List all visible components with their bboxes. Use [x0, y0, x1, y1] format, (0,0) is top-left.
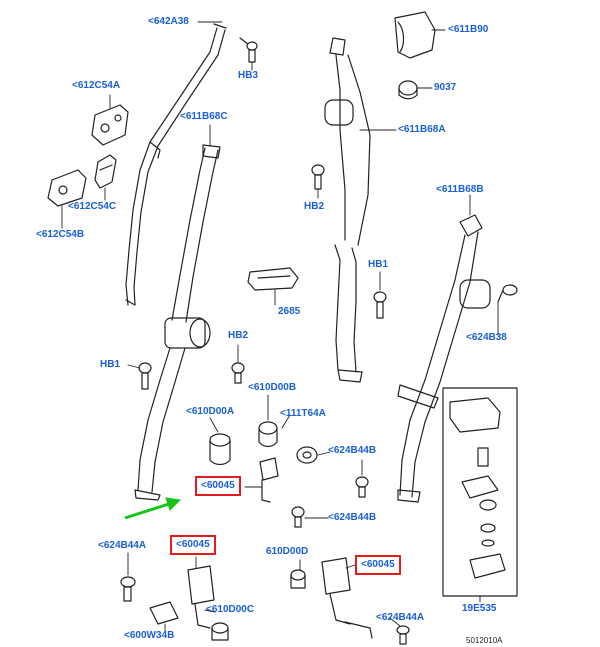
label-60045-b: <60045 — [170, 535, 216, 555]
inset-19E535 — [442, 387, 518, 597]
label-624B38: <624B38 — [466, 332, 507, 343]
label-60045-c: <60045 — [355, 555, 401, 575]
label-611B90: <611B90 — [448, 24, 489, 35]
label-612C54B: <612C54B — [36, 229, 85, 240]
bolt-624B44B-top — [355, 476, 369, 498]
bolt-624B38 — [497, 284, 518, 303]
pointer-arrow — [124, 497, 182, 520]
diagram-reference: 5012010A — [466, 636, 503, 645]
label-610D00D: 610D00D — [266, 546, 309, 557]
belt-611B68A — [324, 37, 371, 383]
label-624B44B-top: <624B44B — [328, 445, 377, 456]
label-9037: 9037 — [434, 82, 457, 93]
rail-642A38 — [125, 23, 227, 306]
label-600W34B: <600W34B — [124, 630, 175, 641]
label-612C54C: <612C54C — [68, 201, 117, 212]
label-hb3: HB3 — [238, 70, 259, 81]
label-611B68B: <611B68B — [436, 184, 484, 195]
plate-612C54B — [47, 169, 87, 207]
label-642A38: <642A38 — [148, 16, 189, 27]
leader-lines — [61, 21, 499, 633]
nut-610D00C — [211, 622, 229, 641]
belt-611B68C — [134, 144, 221, 501]
label-hb2-mid: HB2 — [228, 330, 249, 341]
label-2685: 2685 — [278, 306, 301, 317]
buckle-60045-b — [187, 565, 215, 629]
plate-600W34B — [149, 601, 179, 625]
bolt-hb1-left — [138, 362, 152, 390]
label-624B44B-bot: <624B44B — [328, 512, 377, 523]
bolt-624B44A-right — [396, 625, 410, 645]
bolt-hb1-right — [373, 291, 387, 319]
cover-611B90 — [394, 11, 436, 59]
bolt-624B44A-left — [120, 576, 136, 602]
belt-611B68B — [397, 214, 491, 503]
bolt-hb2-top — [311, 164, 325, 190]
label-612C54A: <612C54A — [72, 80, 121, 91]
label-611B68C: <611B68C — [180, 111, 228, 122]
label-610D00B: <610D00B — [248, 382, 297, 393]
clip-2685 — [247, 267, 299, 291]
label-hb1-right: HB1 — [368, 259, 389, 270]
label-610D00A: <610D00A — [186, 406, 235, 417]
label-hb1-left: HB1 — [100, 359, 121, 370]
label-610D00C: <610D00C — [206, 604, 255, 615]
label-19E535: 19E535 — [462, 603, 497, 614]
nut-610D00D — [290, 569, 306, 589]
bolt-hb2-mid — [231, 362, 245, 384]
nut-610D00A — [209, 433, 231, 466]
label-hb2-top: HB2 — [304, 201, 325, 212]
label-111T64A: <111T64A — [280, 408, 326, 419]
clip-612C54C — [94, 154, 117, 189]
label-60045-a: <60045 — [195, 476, 241, 496]
bracket-612C54A — [91, 104, 129, 146]
nut-610D00B — [258, 421, 278, 448]
label-624B44A-left: <624B44A — [98, 540, 147, 551]
washer-111T64A — [296, 446, 318, 464]
bolt-624B44B-bot — [291, 506, 305, 528]
bolt-hb3 — [239, 37, 258, 63]
label-624B44A-right: <624B44A — [376, 612, 425, 623]
buckle-60045-a — [259, 457, 279, 503]
cap-9037 — [398, 80, 418, 100]
label-611B68A: <611B68A — [398, 124, 446, 135]
buckle-60045-c — [321, 557, 373, 639]
